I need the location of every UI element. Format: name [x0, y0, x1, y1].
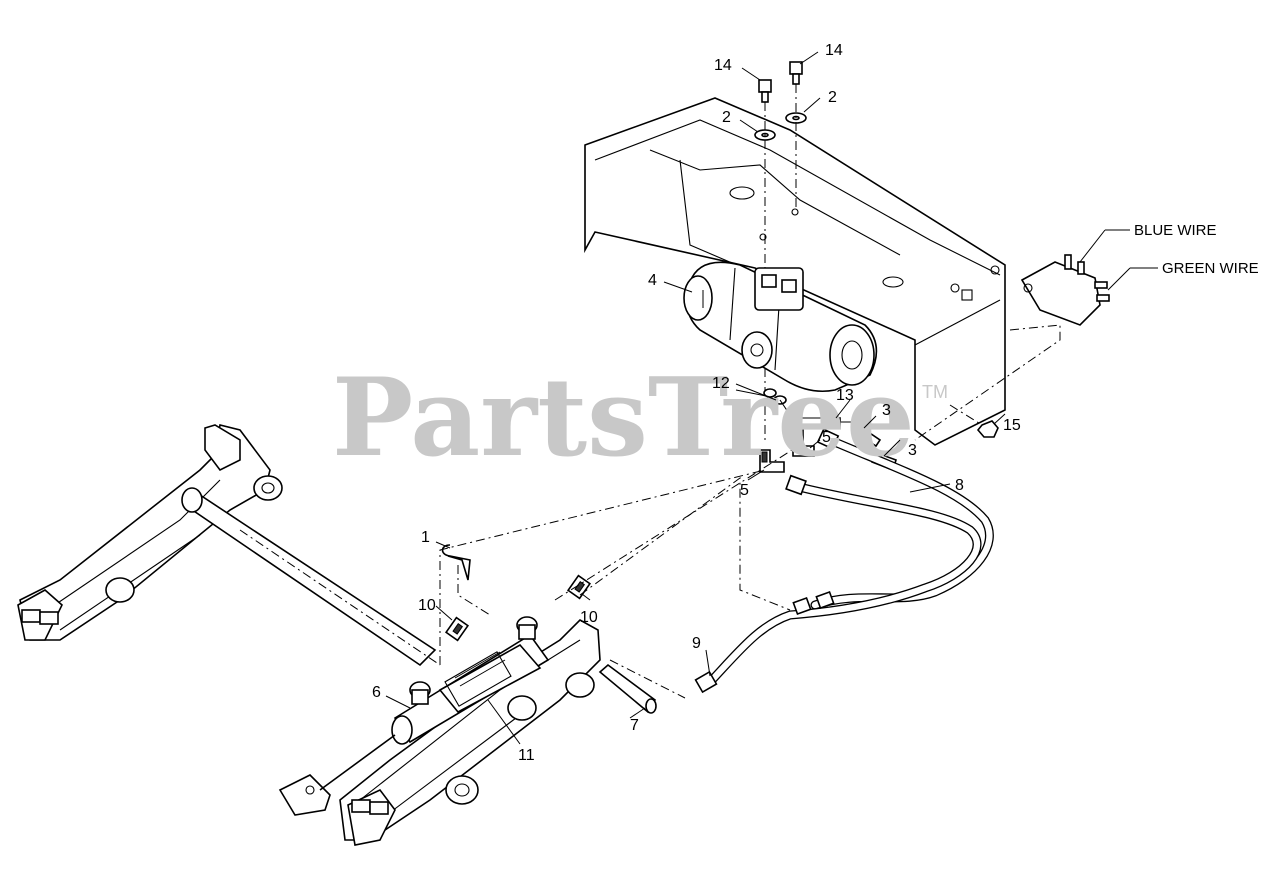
leader-lines: [385, 51, 1006, 745]
watermark-tm: TM: [922, 382, 948, 402]
elbow-5-upper: [792, 429, 815, 457]
fitting-10-left: [444, 616, 470, 642]
solenoid-switch: [914, 229, 1158, 441]
hydraulic-cylinder: [319, 616, 550, 791]
green-wire-label: GREEN WIRE: [1162, 260, 1259, 277]
bolt-right: [785, 61, 807, 210]
assembly-lines: [439, 444, 801, 699]
callout-14-left: 14: [714, 57, 732, 74]
fitting-12: [763, 388, 840, 419]
callout-3-upper: 3: [882, 402, 891, 419]
callout-10-left: 10: [418, 597, 436, 614]
callouts: 14 14 2 2 4 12 13 3 3 5 5 8 15 1 10 10 9…: [372, 42, 1021, 764]
callout-1: 1: [421, 529, 430, 546]
fitting-10-right: [566, 574, 592, 600]
callout-5-upper: 5: [822, 429, 831, 446]
cross-tube: [181, 487, 441, 667]
hose-9: [694, 474, 982, 694]
lift-arm-front: [278, 619, 601, 846]
callout-6: 6: [372, 684, 381, 701]
callout-5-lower: 5: [740, 482, 749, 499]
callout-7: 7: [630, 717, 639, 734]
nut-15: [949, 404, 999, 438]
lift-arm-rear: [17, 424, 283, 641]
callout-11: 11: [518, 747, 535, 764]
hydraulic-pump-motor: [683, 261, 878, 393]
callout-4: 4: [648, 272, 657, 289]
callout-2-left: 2: [722, 109, 731, 126]
callout-10-right: 10: [580, 609, 598, 626]
pin-7: [598, 663, 657, 714]
callout-8: 8: [955, 477, 964, 494]
wire-labels: BLUE WIRE GREEN WIRE: [1134, 222, 1259, 277]
watermark-text: PartsTree: [332, 355, 915, 481]
blue-wire-label: BLUE WIRE: [1134, 222, 1217, 239]
callout-9: 9: [692, 635, 701, 652]
callout-14-right: 14: [825, 42, 843, 59]
bolt-left: [754, 79, 776, 440]
callout-2-right: 2: [828, 89, 837, 106]
watermark: PartsTree TM: [332, 355, 948, 481]
callout-15: 15: [1003, 417, 1021, 434]
callout-3-lower: 3: [908, 442, 917, 459]
callout-12: 12: [712, 375, 730, 392]
hitch-pin-1: [441, 544, 471, 581]
fitting-13: [827, 417, 852, 428]
callout-13: 13: [836, 387, 854, 404]
